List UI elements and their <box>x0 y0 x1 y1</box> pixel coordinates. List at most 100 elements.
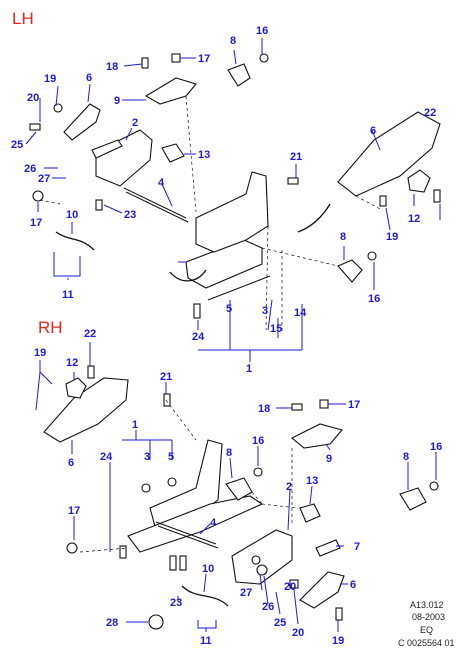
callout-lh-25: 25 <box>11 139 23 151</box>
lh-bolt-16 <box>259 53 269 63</box>
callout-lh-17: 17 <box>198 53 210 65</box>
callout-rh-17: 17 <box>348 399 360 411</box>
rh-clip-8b <box>399 487 427 511</box>
lh-leader-lines <box>25 38 441 362</box>
callout-rh-24: 24 <box>100 451 113 463</box>
rh-clip-28 <box>148 614 164 630</box>
rh-outer-trim <box>43 377 129 443</box>
lh-bolt-24 <box>193 303 201 319</box>
lh-bolt-25 <box>29 123 41 131</box>
callout-lh-12: 12 <box>408 213 420 225</box>
rh-bolt-20 <box>289 579 299 589</box>
callout-rh-27: 27 <box>240 587 252 599</box>
lh-outer-trim <box>337 111 441 197</box>
lh-bolt-20 <box>53 103 63 113</box>
callout-lh-8b: 8 <box>340 231 346 243</box>
rh-bolt-21 <box>163 393 171 407</box>
reference-date: 08-2003 <box>412 612 445 622</box>
lh-seat-track <box>195 171 269 253</box>
callout-rh-11: 11 <box>200 635 212 647</box>
rh-cable-10 <box>181 585 229 607</box>
callout-lh-17b: 17 <box>30 217 42 229</box>
rh-handle-7 <box>315 539 341 557</box>
lh-handle <box>91 139 123 159</box>
callout-rh-4: 4 <box>210 517 217 529</box>
lh-bolt-18 <box>141 57 149 69</box>
callout-lh-4: 4 <box>158 177 165 189</box>
callout-lh-5: 5 <box>226 303 232 315</box>
callout-lh-13: 13 <box>198 149 210 161</box>
callout-lh-11: 11 <box>62 289 74 301</box>
callout-lh-15: 15 <box>270 323 282 335</box>
callout-rh-10: 10 <box>202 563 214 575</box>
rh-washer-27 <box>251 555 261 565</box>
rh-torsion-bar <box>155 521 217 545</box>
rh-bolt-24 <box>119 545 127 559</box>
section-label-rh: RH <box>38 318 63 337</box>
callout-rh-22: 22 <box>84 328 96 340</box>
callout-lh-19: 19 <box>44 73 56 85</box>
callout-lh-24: 24 <box>192 331 205 343</box>
callout-rh-6b: 6 <box>350 579 356 591</box>
callout-lh-2: 2 <box>132 117 138 129</box>
callout-rh-12: 12 <box>66 357 78 369</box>
rh-callouts: 22 19 12 21 6 18 17 1 24 3 5 16 8 9 8 16… <box>34 328 442 647</box>
callout-rh-17b: 17 <box>68 505 80 517</box>
callout-rh-25: 25 <box>274 617 286 629</box>
callout-rh-16b: 16 <box>430 441 442 453</box>
lh-bolt-17b <box>32 190 44 202</box>
lh-bolt-19b <box>433 189 441 203</box>
callout-lh-14: 14 <box>294 307 307 319</box>
callout-rh-21: 21 <box>160 371 172 383</box>
lh-trim-cover <box>63 103 101 141</box>
lh-cable-23 <box>169 269 207 282</box>
callout-lh-8: 8 <box>230 35 236 47</box>
lh-clip-13 <box>161 143 185 163</box>
callout-lh-26: 26 <box>24 163 36 175</box>
callout-rh-8: 8 <box>226 447 232 459</box>
callout-lh-9: 9 <box>114 95 120 107</box>
callout-rh-3: 3 <box>144 451 150 463</box>
callout-lh-21: 21 <box>290 151 302 163</box>
rh-bolt-18 <box>291 403 303 411</box>
callout-lh-6b: 6 <box>370 125 376 137</box>
lh-clip-8 <box>227 63 251 87</box>
callout-lh-6: 6 <box>86 72 92 84</box>
callout-lh-27: 27 <box>38 173 50 185</box>
rh-bolt-23 <box>169 555 177 571</box>
callout-lh-19b: 19 <box>386 231 398 243</box>
rh-bolt-16 <box>253 467 263 477</box>
lh-bolt-21 <box>287 177 299 185</box>
lh-bolt-19 <box>379 195 387 207</box>
lh-torsion-bar <box>123 187 187 219</box>
rh-bolt-22 <box>87 365 95 379</box>
callout-rh-7: 7 <box>354 541 360 553</box>
callout-rh-9: 9 <box>326 453 332 465</box>
rh-bolt-17b <box>66 542 78 554</box>
rh-inner-trim <box>299 571 345 609</box>
callout-lh-3: 3 <box>262 305 268 317</box>
callout-rh-28: 28 <box>106 617 118 629</box>
callout-lh-23: 23 <box>124 209 136 221</box>
rh-bracket-9 <box>291 423 343 449</box>
callout-rh-13: 13 <box>306 475 318 487</box>
callout-lh-10: 10 <box>66 209 78 221</box>
callout-rh-20: 20 <box>284 581 296 593</box>
callout-rh-23: 23 <box>170 597 182 609</box>
callout-rh-18: 18 <box>258 403 270 415</box>
reference-code: A13.012 <box>410 600 444 610</box>
reference-block: A13.012 08-2003 EQ C 0025564 01 <box>398 600 455 648</box>
callout-rh-8b: 8 <box>403 451 409 463</box>
rh-knob-12 <box>65 377 87 399</box>
lh-clip-8b <box>337 259 363 283</box>
lh-parts <box>29 53 441 332</box>
rh-bolt-5 <box>167 477 177 487</box>
callout-lh-1: 1 <box>246 363 252 375</box>
callout-rh-1: 1 <box>132 419 138 431</box>
callout-lh-20: 20 <box>27 92 39 104</box>
callout-lh-22: 22 <box>424 107 436 119</box>
lh-callouts: 19 6 20 25 18 9 17 8 16 2 13 26 27 17 10… <box>11 25 436 375</box>
rh-bolt-17 <box>319 399 329 409</box>
lh-rail-5 <box>207 275 271 301</box>
